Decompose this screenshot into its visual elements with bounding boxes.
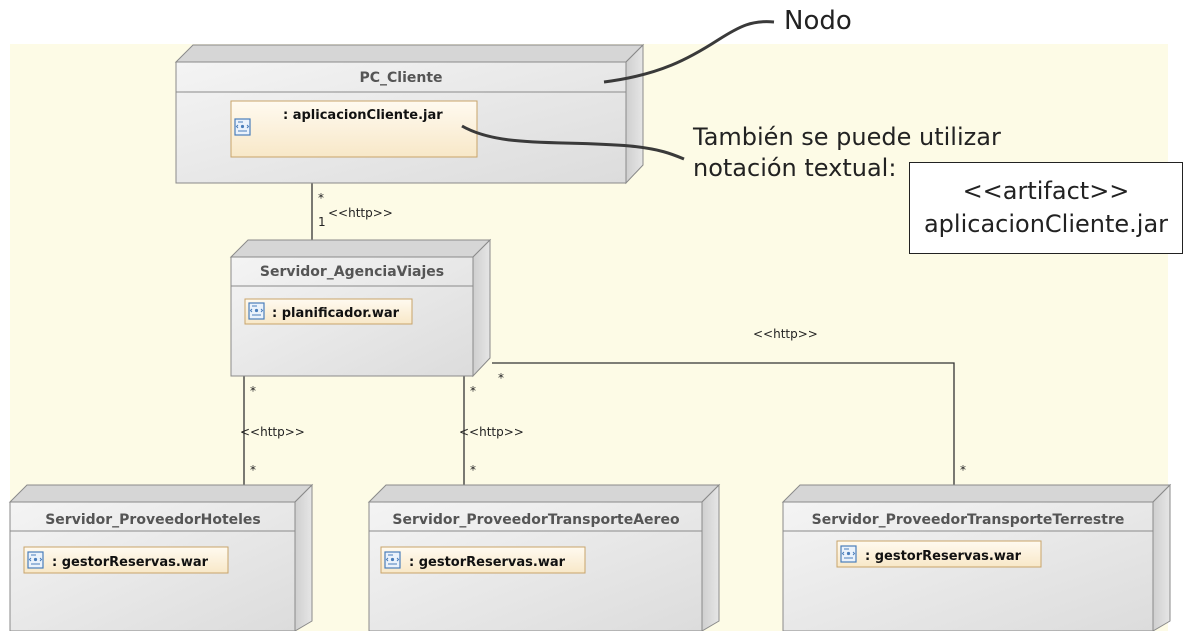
annotation-nodo: Nodo [784,6,852,36]
node-pc-cliente[interactable]: PC_Cliente : aplicacionCliente.jar [174,43,645,185]
mult-agencia-aereo-top: * [470,384,476,398]
annotation-textual-line1: También se puede utilizar [693,123,1001,151]
stereotype-client-agencia: <<http>> [328,206,393,220]
stereotype-agencia-terrestre: <<http>> [753,327,818,341]
artifact-label: : aplicacionCliente.jar [283,108,443,123]
mult-client-agencia-top: * [318,191,324,205]
mult-agencia-hoteles-top: * [250,384,256,398]
textual-artifact-box: <<artifact>> aplicacionCliente.jar [909,162,1183,254]
callout-nodo-line [603,20,775,84]
node-title: Servidor_ProveedorTransporteAereo [392,512,680,528]
callout-textual-line [461,124,685,161]
node-title: Servidor_ProveedorHoteles [45,512,261,528]
connection-agencia-hoteles: * <<http>> * [240,376,305,485]
stereotype-agencia-aereo: <<http>> [459,425,524,439]
artifact-icon [234,118,251,136]
artifact-icon [27,551,44,569]
mult-agencia-terrestre-top: * [498,371,504,385]
connection-agencia-aereo: * <<http>> * [459,376,524,485]
textual-box-stereotype: <<artifact>> [962,177,1130,205]
artifact-aplicacion-cliente[interactable]: : aplicacionCliente.jar [230,100,478,158]
connection-agencia-terrestre: * <<http>> * [492,327,966,485]
node-servidor-proveedor-transporte-terrestre[interactable]: Servidor_ProveedorTransporteTerrestre : … [781,483,1172,631]
mult-client-agencia-bottom: 1 [318,215,326,229]
node-servidor-proveedor-hoteles[interactable]: Servidor_ProveedorHoteles : gestorReserv… [8,483,314,631]
node-title: PC_Cliente [359,70,442,86]
mult-agencia-terrestre-bottom: * [960,463,966,477]
node-servidor-proveedor-transporte-aereo[interactable]: Servidor_ProveedorTransporteAereo : gest… [367,483,721,631]
artifact-icon [840,545,857,563]
node-servidor-agencia-viajes[interactable]: Servidor_AgenciaViajes : planificador.wa… [229,238,492,378]
artifact-planificador[interactable]: : planificador.war [244,298,413,325]
connection-client-agencia: * 1 <<http>> [311,183,393,240]
artifact-gestor-reservas-terrestre[interactable]: : gestorReservas.war [836,540,1042,568]
annotation-textual-notation: También se puede utilizar notación textu… [693,122,1023,184]
stereotype-agencia-hoteles: <<http>> [240,425,305,439]
artifact-icon [384,551,401,569]
textual-box-artifact-name: aplicacionCliente.jar [923,210,1169,238]
artifact-label: : gestorReservas.war [52,555,209,570]
mult-agencia-aereo-bottom: * [470,463,476,477]
artifact-gestor-reservas-hoteles[interactable]: : gestorReservas.war [23,546,229,574]
node-title: Servidor_ProveedorTransporteTerrestre [812,512,1125,528]
artifact-label: : planificador.war [272,306,400,321]
artifact-icon [248,302,265,320]
annotation-textual-line2: notación textual: [693,154,897,182]
artifact-gestor-reservas-aereo[interactable]: : gestorReservas.war [380,546,586,574]
mult-agencia-hoteles-bottom: * [250,463,256,477]
node-title: Servidor_AgenciaViajes [260,264,444,280]
artifact-label: : gestorReservas.war [865,549,1022,564]
artifact-label: : gestorReservas.war [409,555,566,570]
